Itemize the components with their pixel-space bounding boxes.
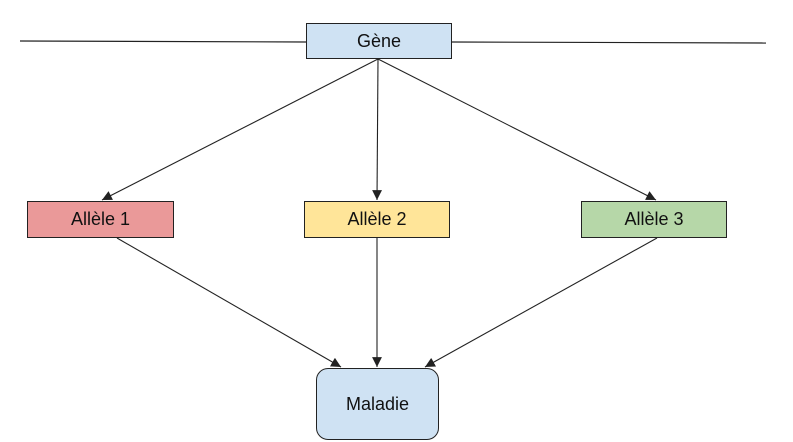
disease-node: Maladie bbox=[316, 368, 439, 440]
allele-3-label: Allèle 3 bbox=[624, 209, 684, 229]
edge-allele-1-disease bbox=[116, 237, 342, 368]
disease-label: Maladie bbox=[345, 393, 410, 414]
edge-allele-3-disease bbox=[424, 237, 658, 368]
allele-1-node: Allèle 1 bbox=[27, 201, 174, 238]
allele-2-label: Allèle 2 bbox=[347, 209, 407, 229]
allele-3-node: Allèle 3 bbox=[581, 201, 727, 238]
edge-gene-allele-3 bbox=[377, 58, 657, 201]
gene-label: Gène bbox=[356, 30, 402, 51]
gene-node: Gène bbox=[306, 23, 452, 59]
chromosome-line-left bbox=[19, 40, 307, 43]
edge-gene-allele-2 bbox=[372, 58, 383, 201]
edge-gene-allele-1 bbox=[101, 58, 379, 201]
allele-2-node: Allèle 2 bbox=[304, 201, 450, 238]
chromosome-line-right bbox=[451, 41, 767, 44]
allele-1-label: Allèle 1 bbox=[70, 209, 131, 229]
